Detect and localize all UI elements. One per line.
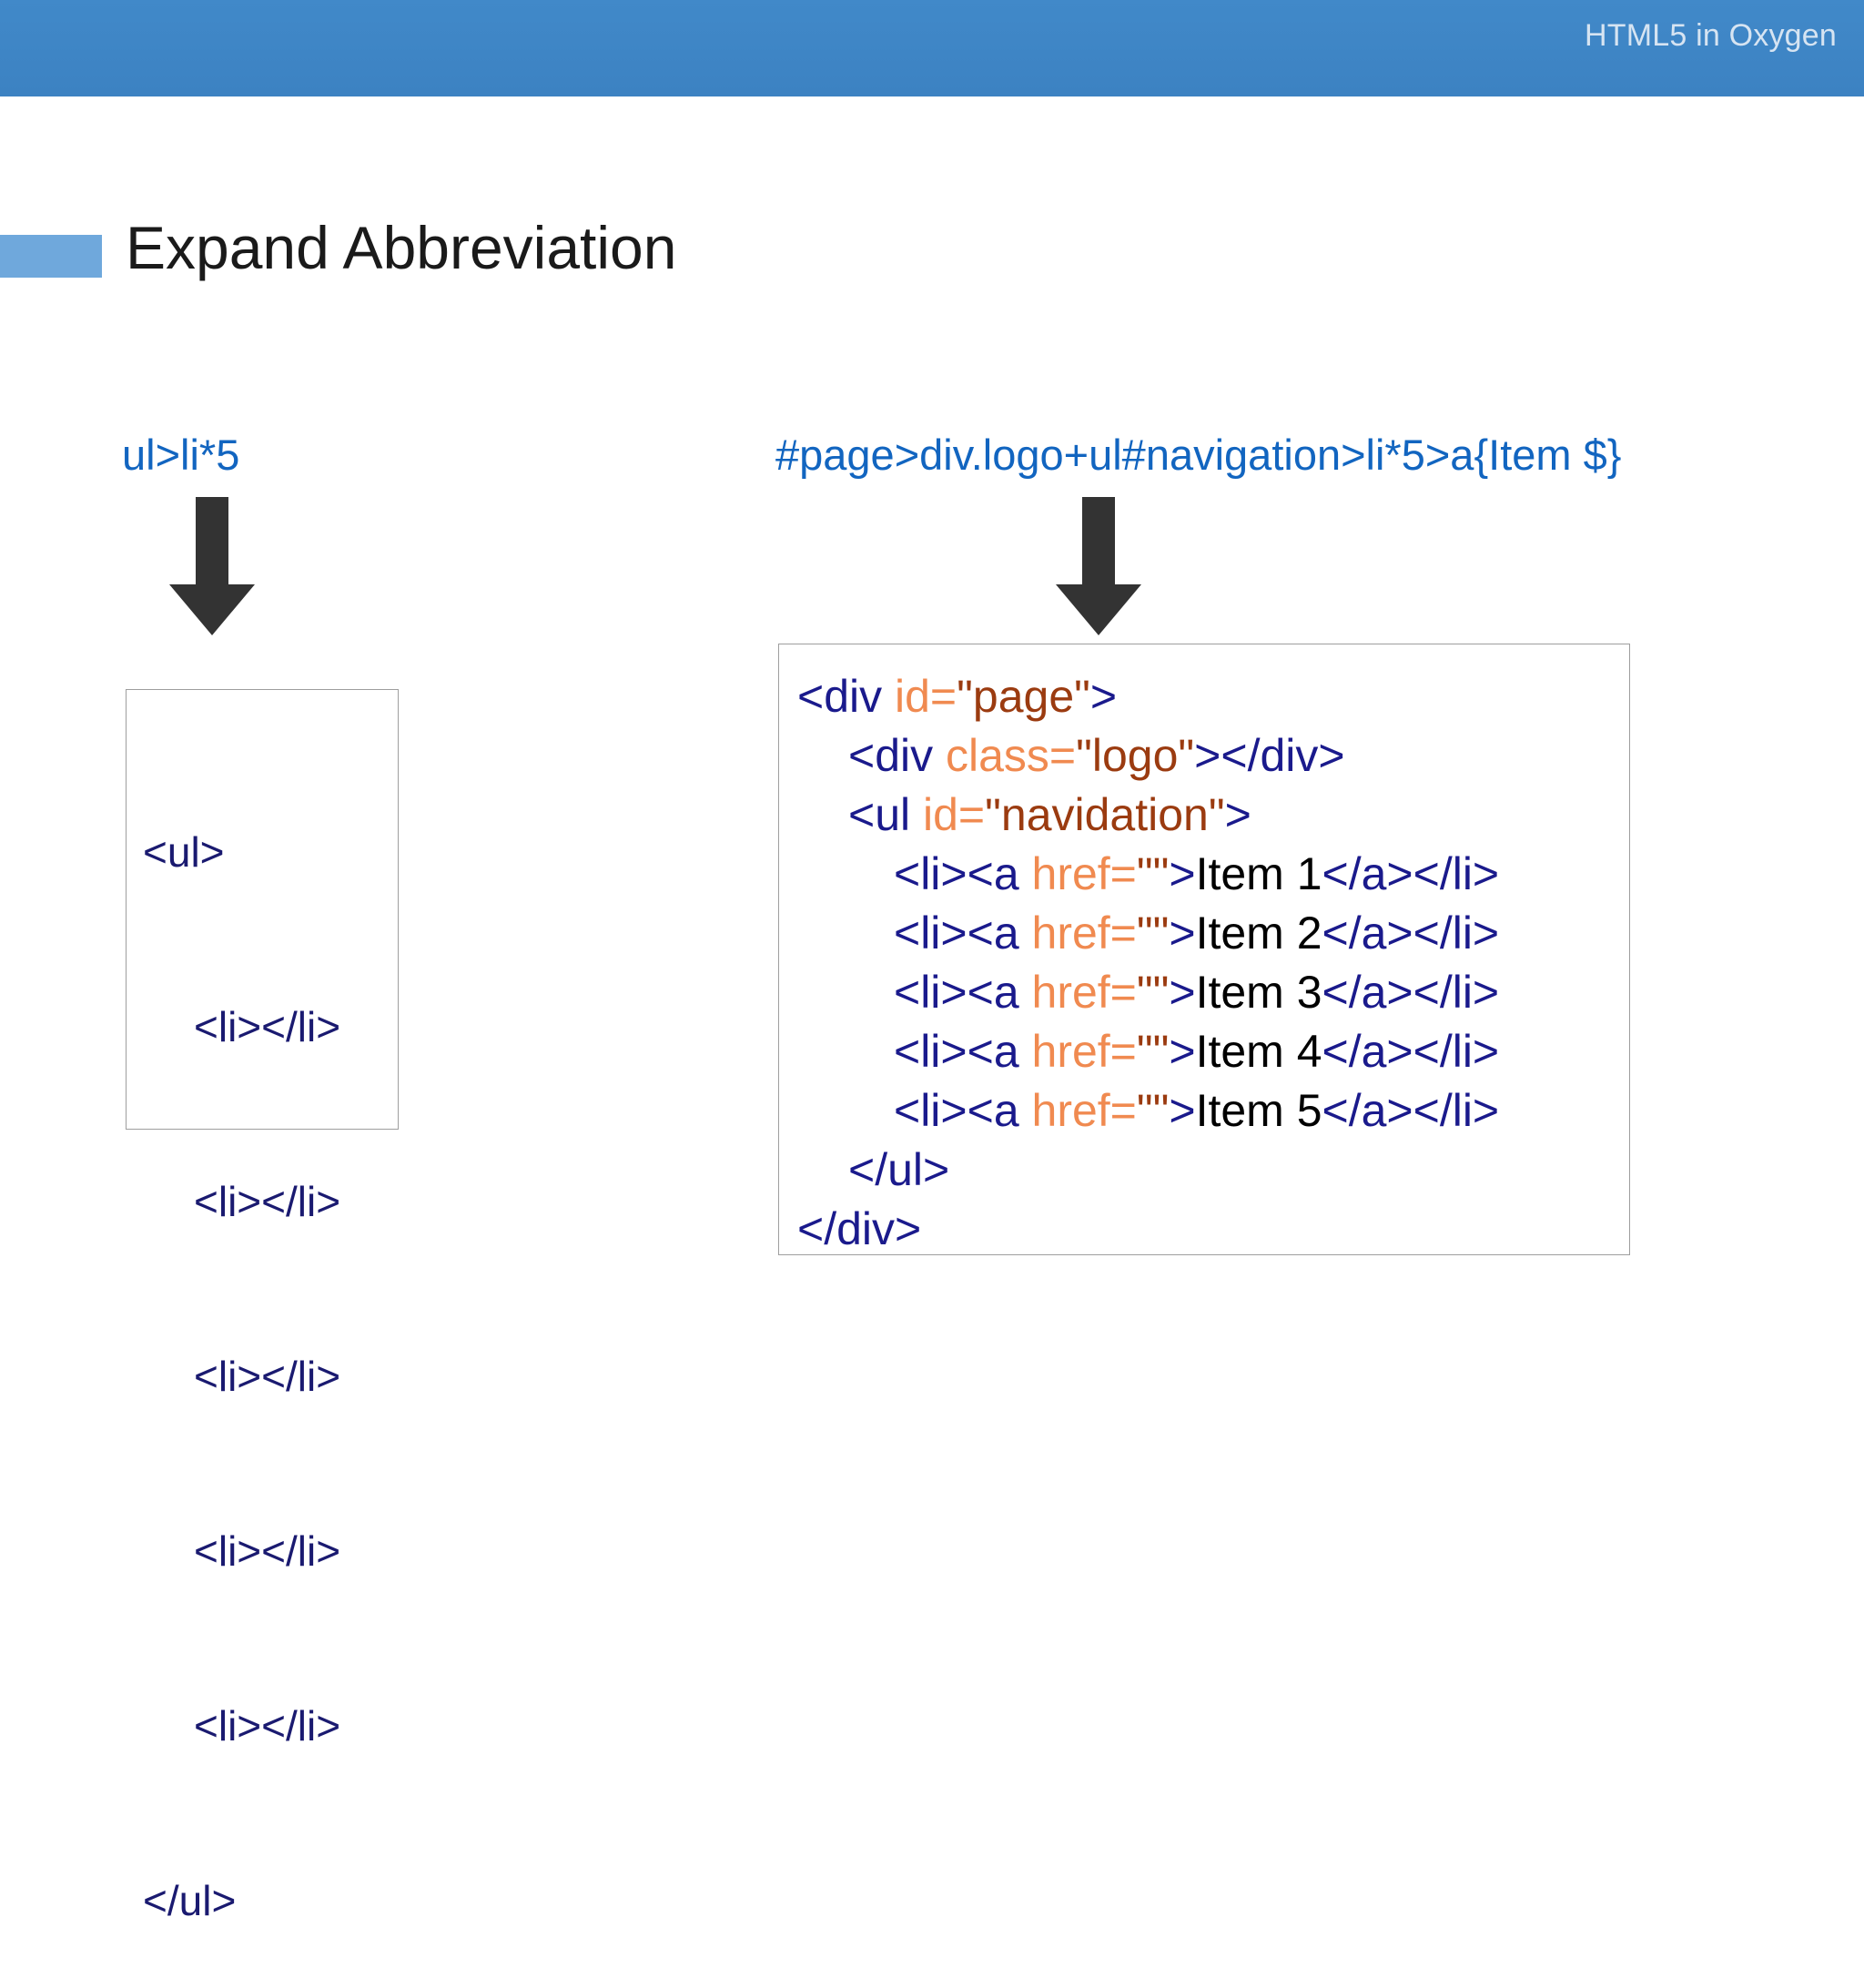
code-token-tag: <li><a <box>894 1085 1032 1136</box>
code-token-attr: href= <box>1031 967 1137 1018</box>
header-title: HTML5 in Oxygen <box>1585 18 1837 53</box>
code-line: </ul> <box>797 1141 1629 1200</box>
code-token-txt: Item 5 <box>1195 1085 1322 1136</box>
code-token-tag: </div> <box>797 1203 922 1254</box>
code-token-txt: Item 3 <box>1195 967 1322 1018</box>
code-token-tag: > <box>1169 1026 1196 1077</box>
code-token-attr: href= <box>1031 1026 1137 1077</box>
abbreviation-left: ul>li*5 <box>122 431 240 479</box>
code-token-tag: <li><a <box>894 1026 1032 1077</box>
code-line: <li></li> <box>194 1527 341 1575</box>
code-token-tag: > <box>1169 967 1196 1018</box>
abbreviation-right: #page>div.logo+ul#navigation>li*5>a{Item… <box>775 431 1622 479</box>
code-line: <li><a href="">Item 3</a></li> <box>797 963 1629 1022</box>
code-token-tag: <div <box>797 671 896 722</box>
code-token-tag: </a></li> <box>1322 967 1500 1018</box>
code-line: <li></li> <box>194 1003 341 1050</box>
code-token-tag: > <box>1169 848 1196 899</box>
code-line: <ul id="navidation"> <box>797 786 1629 845</box>
code-line: </div> <box>797 1200 1629 1259</box>
code-token-tag: <li><a <box>894 848 1032 899</box>
code-token-tag: <div <box>848 730 947 781</box>
code-token-val: "logo" <box>1076 730 1195 781</box>
code-token-val: "" <box>1136 1026 1170 1077</box>
slide-header-bar: HTML5 in Oxygen <box>0 0 1864 96</box>
code-token-tag: <ul <box>848 789 924 840</box>
code-line: <li><a href="">Item 2</a></li> <box>797 904 1629 963</box>
code-token-tag: ></div> <box>1194 730 1345 781</box>
code-output-right: <div id="page"><div class="logo"></div><… <box>778 644 1630 1255</box>
title-accent-bar <box>0 235 102 278</box>
code-token-tag: <li><a <box>894 967 1032 1018</box>
code-token-attr: href= <box>1031 908 1137 958</box>
code-line: <ul> <box>143 828 225 876</box>
code-token-tag: <li><a <box>894 908 1032 958</box>
code-output-left: <ul> <li></li> <li></li> <li></li> <li><… <box>126 689 399 1924</box>
code-token-txt: Item 1 <box>1195 848 1322 899</box>
code-token-attr: id= <box>895 671 957 722</box>
code-line: <li></li> <box>194 1353 341 1400</box>
code-token-txt: Item 4 <box>1195 1026 1322 1077</box>
code-token-attr: class= <box>946 730 1077 781</box>
code-token-tag: </a></li> <box>1322 1085 1500 1136</box>
code-token-tag: </a></li> <box>1322 1026 1500 1077</box>
code-line: <li></li> <box>194 1178 341 1225</box>
code-token-attr: id= <box>923 789 986 840</box>
code-token-tag: > <box>1224 789 1251 840</box>
code-token-val: "navidation" <box>985 789 1225 840</box>
code-token-attr: href= <box>1031 1085 1137 1136</box>
code-token-tag: > <box>1169 1085 1196 1136</box>
code-line: <div class="logo"></div> <box>797 726 1629 786</box>
code-token-txt: Item 2 <box>1195 908 1322 958</box>
code-token-attr: href= <box>1031 848 1137 899</box>
code-line: <li></li> <box>194 1702 341 1750</box>
code-token-val: "" <box>1136 1085 1170 1136</box>
code-token-val: "" <box>1136 908 1170 958</box>
code-token-val: "page" <box>957 671 1090 722</box>
code-line: <div id="page"> <box>797 667 1629 726</box>
code-token-val: "" <box>1136 848 1170 899</box>
code-token-tag: > <box>1169 908 1196 958</box>
code-token-tag: </a></li> <box>1322 848 1500 899</box>
page-title: Expand Abbreviation <box>126 214 677 281</box>
arrow-down-right-icon <box>1056 497 1141 635</box>
code-line: <li><a href="">Item 4</a></li> <box>797 1022 1629 1081</box>
code-line: <li><a href="">Item 1</a></li> <box>797 845 1629 904</box>
code-line: <li><a href="">Item 5</a></li> <box>797 1081 1629 1141</box>
code-token-val: "" <box>1136 967 1170 1018</box>
code-line: </ul> <box>143 1877 237 1924</box>
code-token-tag: > <box>1089 671 1118 722</box>
code-token-tag: </a></li> <box>1322 908 1500 958</box>
arrow-down-left-icon <box>169 497 255 635</box>
code-token-tag: </ul> <box>848 1144 950 1195</box>
